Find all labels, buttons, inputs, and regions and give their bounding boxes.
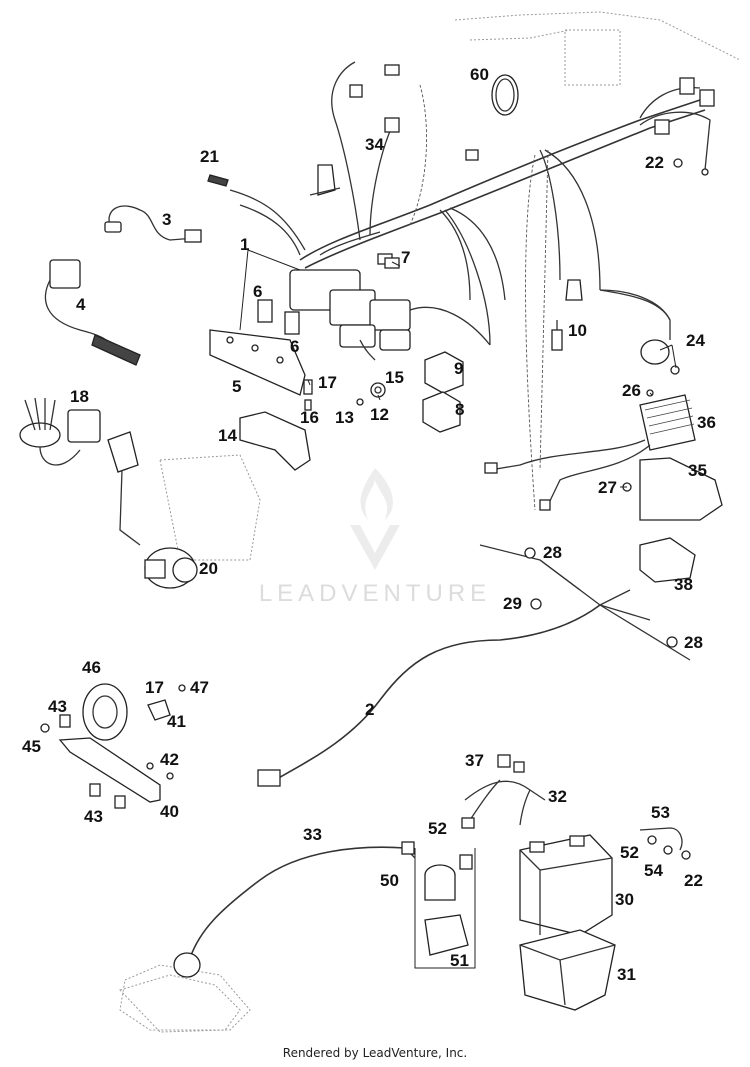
battery-box (519, 929, 616, 1011)
callout-9: 9 (454, 359, 463, 378)
callout-45: 45 (22, 737, 41, 756)
callout-30: 30 (615, 890, 634, 909)
callout-36: 36 (697, 413, 716, 432)
watermark-text: LEADVENTURE (258, 580, 492, 607)
callout-16: 16 (300, 408, 319, 427)
bulb (207, 174, 229, 187)
callout-28b: 28 (684, 633, 703, 652)
callout-33: 33 (303, 825, 322, 844)
horn-assembly (40, 683, 186, 809)
leadventure-logo (350, 468, 400, 570)
spark-plug-cap (309, 117, 400, 196)
callout-52b: 52 (620, 843, 639, 862)
wiring-connector-18 (19, 397, 101, 466)
callout-13: 13 (335, 408, 354, 427)
callout-51: 51 (450, 951, 469, 970)
speed-sensor (599, 289, 680, 375)
callout-40: 40 (160, 802, 179, 821)
callout-17b: 17 (145, 678, 164, 697)
callout-24: 24 (686, 331, 705, 350)
starter-motor-outline (119, 974, 241, 1033)
callout-31: 31 (617, 965, 636, 984)
callout-5: 5 (232, 377, 241, 396)
sub-harness-2 (257, 544, 691, 787)
callout-18: 18 (70, 387, 89, 406)
battery-cable (173, 841, 416, 978)
callout-2: 2 (365, 700, 374, 719)
callout-60: 60 (470, 65, 489, 84)
regulator-bracket (639, 457, 723, 521)
mounting-plate (209, 329, 306, 396)
switch-assembly (44, 259, 141, 366)
callout-6a: 6 (253, 282, 262, 301)
hose-clamp (491, 74, 519, 116)
callout-6b: 6 (290, 337, 299, 356)
callout-34: 34 (365, 135, 384, 154)
rubber-pad (639, 537, 696, 583)
callout-12: 12 (370, 405, 389, 424)
voltage-regulator (484, 389, 696, 511)
bracket-14 (239, 411, 311, 471)
callout-7: 7 (401, 248, 410, 267)
callout-26: 26 (622, 381, 641, 400)
callout-43b: 43 (84, 807, 103, 826)
callout-22b: 22 (684, 871, 703, 890)
callout-52a: 52 (428, 819, 447, 838)
connector-brackets (257, 299, 300, 335)
callout-46: 46 (82, 658, 101, 677)
battery-hardware (639, 158, 691, 860)
callout-8: 8 (455, 400, 464, 419)
callout-35: 35 (688, 461, 707, 480)
callout-1: 1 (240, 235, 249, 254)
callout-4: 4 (76, 295, 86, 314)
callout-27: 27 (598, 478, 617, 497)
callout-22a: 22 (645, 153, 664, 172)
callout-20: 20 (199, 559, 218, 578)
callout-43a: 43 (48, 697, 67, 716)
small-hardware (303, 379, 386, 411)
callout-21: 21 (200, 147, 219, 166)
relays (422, 351, 464, 433)
sensor-connector (551, 279, 583, 351)
callout-15: 15 (385, 368, 404, 387)
callout-37: 37 (465, 751, 484, 770)
callout-10: 10 (568, 321, 587, 340)
leader-lines (239, 249, 677, 488)
fuse-cable (461, 754, 546, 829)
callout-47: 47 (190, 678, 209, 697)
callout-28a: 28 (543, 543, 562, 562)
callout-54: 54 (644, 861, 663, 880)
ignition-switch (107, 431, 198, 589)
callout-53: 53 (651, 803, 670, 822)
battery (519, 834, 613, 936)
sensor-cable (104, 205, 202, 243)
main-wiring-harness (229, 61, 715, 511)
part-callouts: 1 2 3 4 5 6 6 7 8 9 10 12 13 14 15 16 17… (22, 65, 716, 984)
callout-42: 42 (160, 750, 179, 769)
callout-3: 3 (162, 210, 171, 229)
callout-38: 38 (674, 575, 693, 594)
callout-41: 41 (167, 712, 186, 731)
starter-relay (414, 848, 476, 969)
ghost-frame-outline (119, 11, 741, 1031)
callout-50: 50 (380, 871, 399, 890)
callout-14: 14 (218, 426, 237, 445)
render-credit: Rendered by LeadVenture, Inc. (282, 1046, 468, 1060)
clip (384, 257, 400, 269)
callout-32: 32 (548, 787, 567, 806)
callout-17a: 17 (318, 373, 337, 392)
callout-29: 29 (503, 594, 522, 613)
